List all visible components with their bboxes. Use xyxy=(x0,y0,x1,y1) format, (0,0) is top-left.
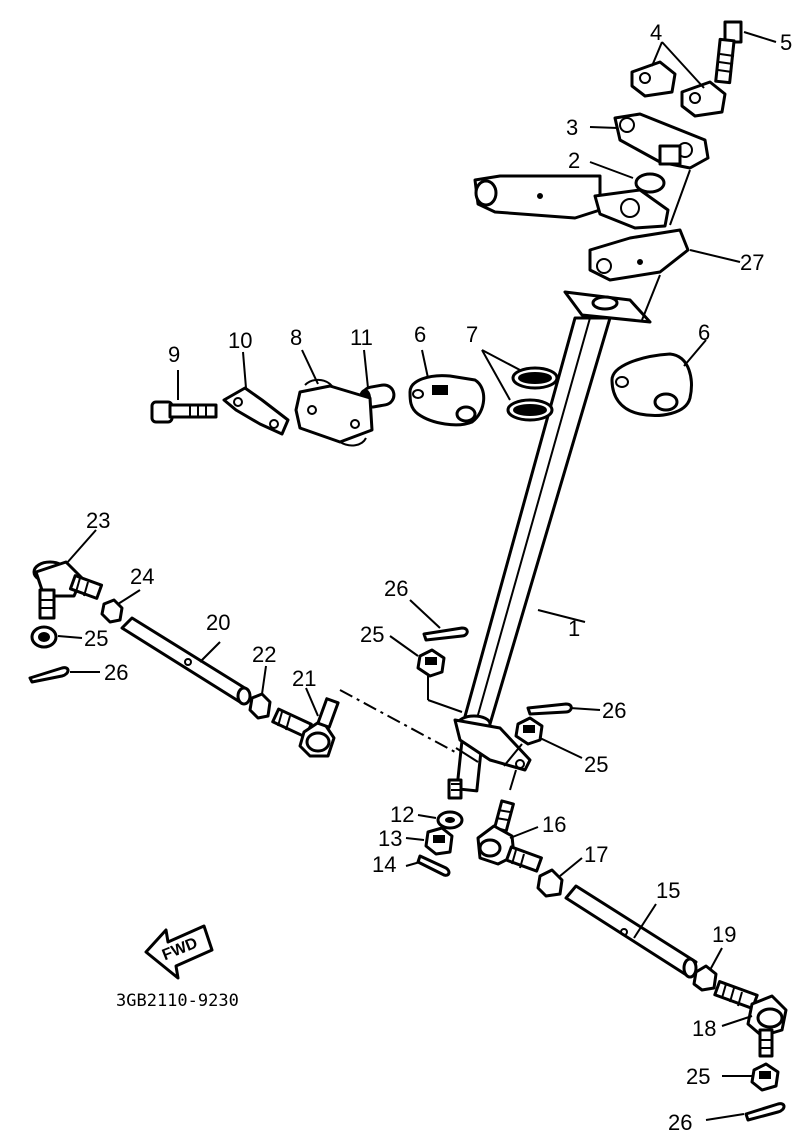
callout-16: 16 xyxy=(542,812,566,837)
callout-8: 8 xyxy=(290,325,302,350)
callout-12: 12 xyxy=(390,802,414,827)
assembly-guide-lines xyxy=(427,169,691,791)
callout-11: 11 xyxy=(350,325,373,350)
bearing-half-6-left xyxy=(408,374,486,427)
callout-27: 27 xyxy=(740,250,764,275)
callout-18: 18 xyxy=(692,1016,716,1041)
callout-26-bottom: 26 xyxy=(668,1110,692,1135)
callout-6-left: 6 xyxy=(414,322,426,347)
tie-rod-end-16 xyxy=(476,799,543,873)
handlebar-holder-3 xyxy=(613,112,710,170)
callout-labels: 1 2 3 4 5 6 6 7 8 9 10 11 12 13 14 15 16… xyxy=(84,20,792,1135)
callout-13: 13 xyxy=(378,826,402,851)
nut-17 xyxy=(536,868,564,898)
handlebar-upper-bracket xyxy=(473,174,670,230)
nut-25-middle xyxy=(416,648,446,678)
column-top-plate xyxy=(563,290,652,324)
nut-22 xyxy=(248,692,272,720)
upper-holder-4 xyxy=(630,60,727,118)
callout-17: 17 xyxy=(584,842,608,867)
callout-15: 15 xyxy=(656,878,680,903)
lock-washer-10 xyxy=(222,386,290,436)
nut-25-left xyxy=(30,625,58,649)
callout-6-right: 6 xyxy=(698,320,710,345)
callout-22: 22 xyxy=(252,642,276,667)
callout-3: 3 xyxy=(566,115,578,140)
callout-4: 4 xyxy=(650,20,662,45)
part-number-code: 3GB2110-9230 xyxy=(116,991,239,1011)
cotter-pin-26-middle xyxy=(422,626,469,642)
fwd-arrow-icon: FWD xyxy=(144,924,214,980)
callout-25-right: 25 xyxy=(584,752,608,777)
callout-5: 5 xyxy=(780,30,792,55)
nut-19 xyxy=(692,964,718,992)
nut-24 xyxy=(100,598,124,624)
callout-2: 2 xyxy=(568,148,580,173)
callout-leaders xyxy=(57,31,777,1121)
collar-2 xyxy=(634,172,666,194)
callout-24: 24 xyxy=(130,564,154,589)
nut-25-bottom-right xyxy=(750,1062,780,1092)
cotter-pin-14 xyxy=(416,854,451,877)
clip-7 xyxy=(506,366,559,422)
callout-7: 7 xyxy=(466,322,478,347)
callout-9: 9 xyxy=(168,342,180,367)
callout-25-bottom: 25 xyxy=(686,1064,710,1089)
bracket-27 xyxy=(588,228,690,282)
tie-rod-end-23 xyxy=(32,560,104,620)
callout-21: 21 xyxy=(292,666,316,691)
bolt-9 xyxy=(150,400,218,424)
tie-rod-15 xyxy=(564,884,698,979)
nut-13 xyxy=(424,826,454,856)
nut-25-right-middle xyxy=(514,716,544,746)
tie-rod-end-21 xyxy=(271,697,340,758)
cotter-pin-26-right xyxy=(526,702,573,716)
tie-rod-end-18 xyxy=(713,980,788,1058)
callout-25-middle: 25 xyxy=(360,622,384,647)
bearing-half-6-right xyxy=(610,352,693,417)
callout-19: 19 xyxy=(712,922,736,947)
callout-10: 10 xyxy=(228,328,252,353)
plate-8 xyxy=(294,378,374,447)
washer-12 xyxy=(436,810,464,830)
callout-26-right: 26 xyxy=(602,698,626,723)
cotter-pin-26-bottom-right xyxy=(744,1102,786,1122)
tie-rod-20 xyxy=(120,616,252,706)
bolt-5 xyxy=(714,20,743,85)
callout-23: 23 xyxy=(86,508,110,533)
callout-14: 14 xyxy=(372,852,396,877)
cotter-pin-26-left xyxy=(28,666,70,684)
callout-26-left: 26 xyxy=(104,660,128,685)
callout-20: 20 xyxy=(206,610,230,635)
callout-25-left: 25 xyxy=(84,626,108,651)
callout-26-middle: 26 xyxy=(384,576,408,601)
callout-1: 1 xyxy=(568,616,580,641)
